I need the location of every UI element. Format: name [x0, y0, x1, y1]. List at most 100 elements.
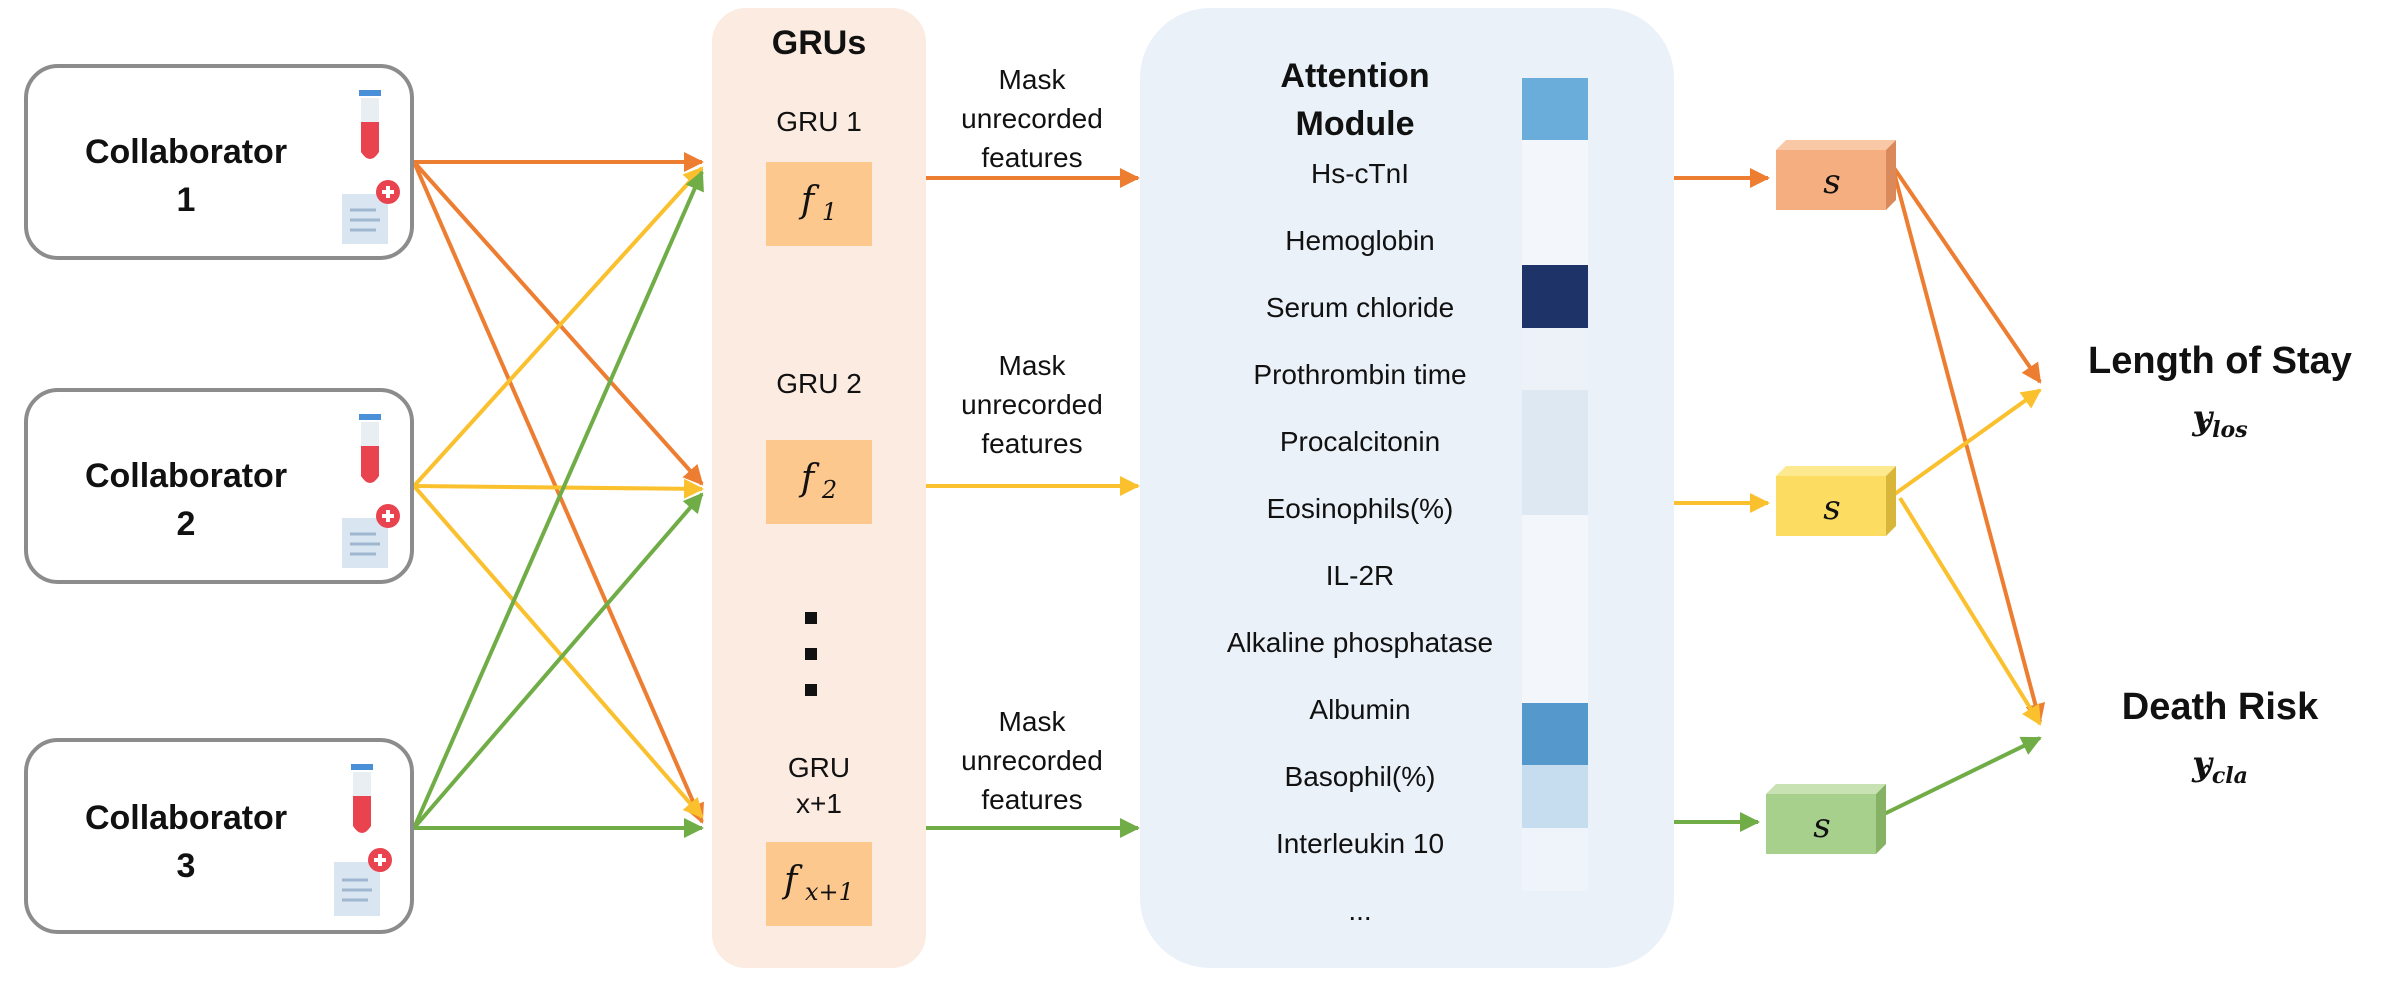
mask-label-2-line3: features: [981, 428, 1083, 459]
attention-weight-cell: [1522, 265, 1588, 329]
attention-feature-label: Albumin: [1309, 694, 1411, 725]
arrow-c2-gru1: [412, 166, 704, 488]
los-symbol-subscript: los: [2212, 416, 2248, 443]
s-node-1-cube: [1776, 140, 1896, 210]
medical-record-icon: [342, 180, 400, 244]
attention-module-title: Attention Module: [1230, 52, 1480, 148]
death-risk-title: Death Risk: [2121, 686, 2319, 728]
gru-x-function: f x+1: [766, 860, 872, 906]
gru-x-func-subscript: x+1: [805, 878, 854, 907]
s-node-2: s: [1776, 466, 1896, 536]
attention-heatmap: [1522, 78, 1588, 891]
attention-feature-label: Hemoglobin: [1285, 225, 1435, 256]
collaborator-3-label: Collaborator 3: [46, 794, 326, 890]
attention-feature-label: Serum chloride: [1265, 292, 1455, 323]
collaborator-2-arrows: [412, 166, 704, 819]
gru-1-label: GRU 1: [776, 106, 862, 137]
collaborator-1-arrows: [412, 152, 704, 824]
gru-x-label: GRU x+1: [712, 750, 926, 822]
gru-panel-title: GRUs: [771, 24, 867, 62]
length-of-stay-title: Length of Stay: [2088, 340, 2352, 382]
attention-weight-cell: [1522, 577, 1588, 641]
collaborator-1-number: 1: [176, 181, 196, 219]
arrow-c2-gru2: [413, 478, 704, 499]
mask-label-1-line3: features: [981, 142, 1083, 173]
mask-label-1: Mask unrecorded features: [920, 60, 1144, 177]
attention-weight-cell: [1522, 640, 1588, 704]
gru-1-function-box: f 1: [766, 162, 872, 246]
mask-label-1-line1: Mask: [998, 64, 1066, 95]
death-symbol-subscript: cla: [2211, 762, 2248, 789]
gru-1-function: f 1: [766, 180, 872, 226]
gru-2-function-box: f 2: [766, 440, 872, 524]
medical-record-icon: [334, 848, 392, 916]
ellipsis-dot: [805, 648, 817, 660]
attention-weight-cell: [1522, 515, 1588, 579]
attention-weight-cell: [1522, 702, 1588, 766]
attention-title-line2: Module: [1295, 105, 1415, 143]
attention-feature-label: IL-2R: [1325, 560, 1395, 591]
gru-1-func-symbol: f: [800, 180, 815, 221]
collaborator-3-icons: [334, 764, 392, 916]
attention-weight-cell: [1522, 202, 1588, 266]
los-symbol-letter: y: [2192, 398, 2213, 438]
attention-feature-label: Interleukin 10: [1275, 828, 1445, 859]
collaborator-3-arrows: [412, 170, 704, 838]
gru-1-func-subscript: 1: [821, 198, 838, 227]
attention-feature-label: Alkaline phosphatase: [1226, 627, 1494, 658]
arrow-c2-grux: [412, 484, 704, 819]
s-node-3-label: s: [1813, 806, 1831, 846]
s-node-3: s: [1766, 784, 1886, 854]
s-node-1-label: s: [1823, 162, 1841, 202]
mask-label-2-line2: unrecorded: [961, 389, 1103, 420]
mask-label-2: Mask unrecorded features: [920, 346, 1144, 463]
gru-2-label: GRU 2: [776, 368, 862, 399]
s-node-2-cube: [1776, 466, 1896, 536]
arrow-s2-los: [1890, 388, 2042, 498]
mask-label-2-line1: Mask: [998, 350, 1066, 381]
attention-weight-cell: [1522, 140, 1588, 204]
test-tube-icon: [351, 764, 373, 833]
s-node-3-cube: [1766, 784, 1886, 854]
gru-x-func-symbol: f: [784, 860, 798, 901]
attention-feature-label: Basophil(%): [1284, 761, 1436, 792]
arrow-c1-gru2: [412, 160, 704, 486]
arrow-c3-gru1: [412, 170, 704, 829]
test-tube-icon: [359, 90, 381, 159]
collaborator-1-title: Collaborator: [84, 133, 288, 171]
attention-feature-label: Prothrombin time: [1253, 359, 1467, 390]
attention-weight-cell: [1522, 327, 1588, 391]
gru-2-function: f 2: [766, 458, 872, 504]
gru-x-function-box: f x+1: [766, 842, 872, 926]
collaborator-3-number: 3: [176, 847, 196, 885]
attention-title-line1: Attention: [1280, 57, 1430, 95]
collaborator-2-label: Collaborator 2: [46, 452, 326, 548]
attention-weight-cell: [1522, 452, 1588, 516]
gru-x-label-line2: x+1: [796, 788, 842, 819]
arrow-s3-death: [1881, 736, 2042, 817]
arrow-s2-death: [1898, 496, 2042, 726]
ellipsis-dot: [805, 684, 817, 696]
gru-2-func-symbol: f: [800, 458, 815, 499]
collaborator-1-box: Collaborator 1: [24, 64, 414, 260]
mask-label-1-line2: unrecorded: [961, 103, 1103, 134]
attention-feature-label: ...: [1348, 895, 1372, 926]
collaborator-3-box: Collaborator 3: [24, 738, 414, 934]
ellipsis-dot: [805, 612, 817, 624]
mask-label-3: Mask unrecorded features: [920, 702, 1144, 819]
gru-2-func-subscript: 2: [821, 476, 838, 505]
collaborator-2-icons: [342, 414, 400, 568]
attention-weight-cell: [1522, 827, 1588, 891]
collaborator-2-number: 2: [176, 505, 196, 543]
mask-label-3-line3: features: [981, 784, 1083, 815]
collaborator-1-icons: [342, 90, 400, 244]
collaborator-3-title: Collaborator: [84, 799, 288, 837]
collaborator-2-title: Collaborator: [84, 457, 288, 495]
s-node-1: s: [1776, 140, 1896, 210]
arrow-c3-gru2: [412, 492, 704, 830]
s-node-2-label: s: [1823, 488, 1841, 528]
attention-feature-label: Procalcitonin: [1279, 426, 1441, 457]
collaborator-1-label: Collaborator 1: [46, 128, 326, 224]
